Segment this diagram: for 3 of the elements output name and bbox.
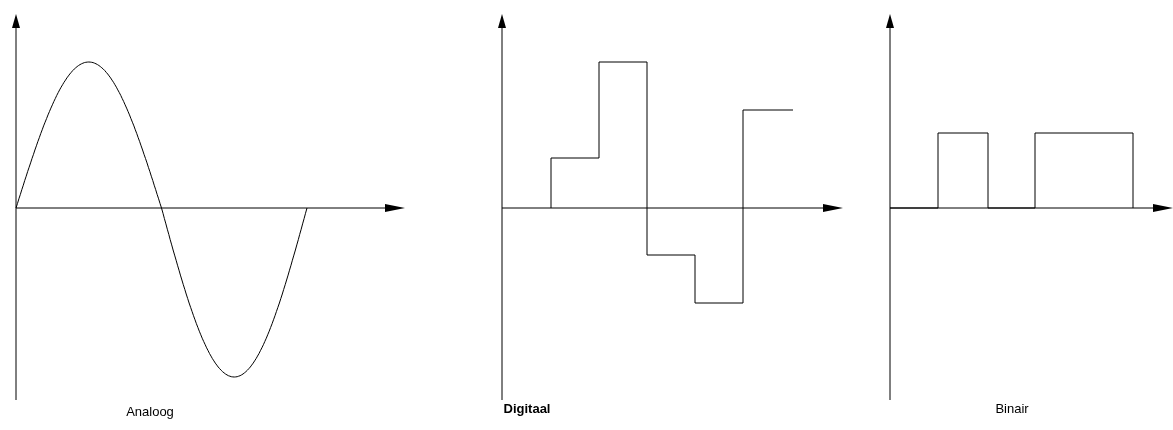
- caption-text: Analoog: [126, 404, 174, 419]
- caption-text: Digitaal: [503, 401, 551, 416]
- caption-text: Binair: [995, 401, 1029, 416]
